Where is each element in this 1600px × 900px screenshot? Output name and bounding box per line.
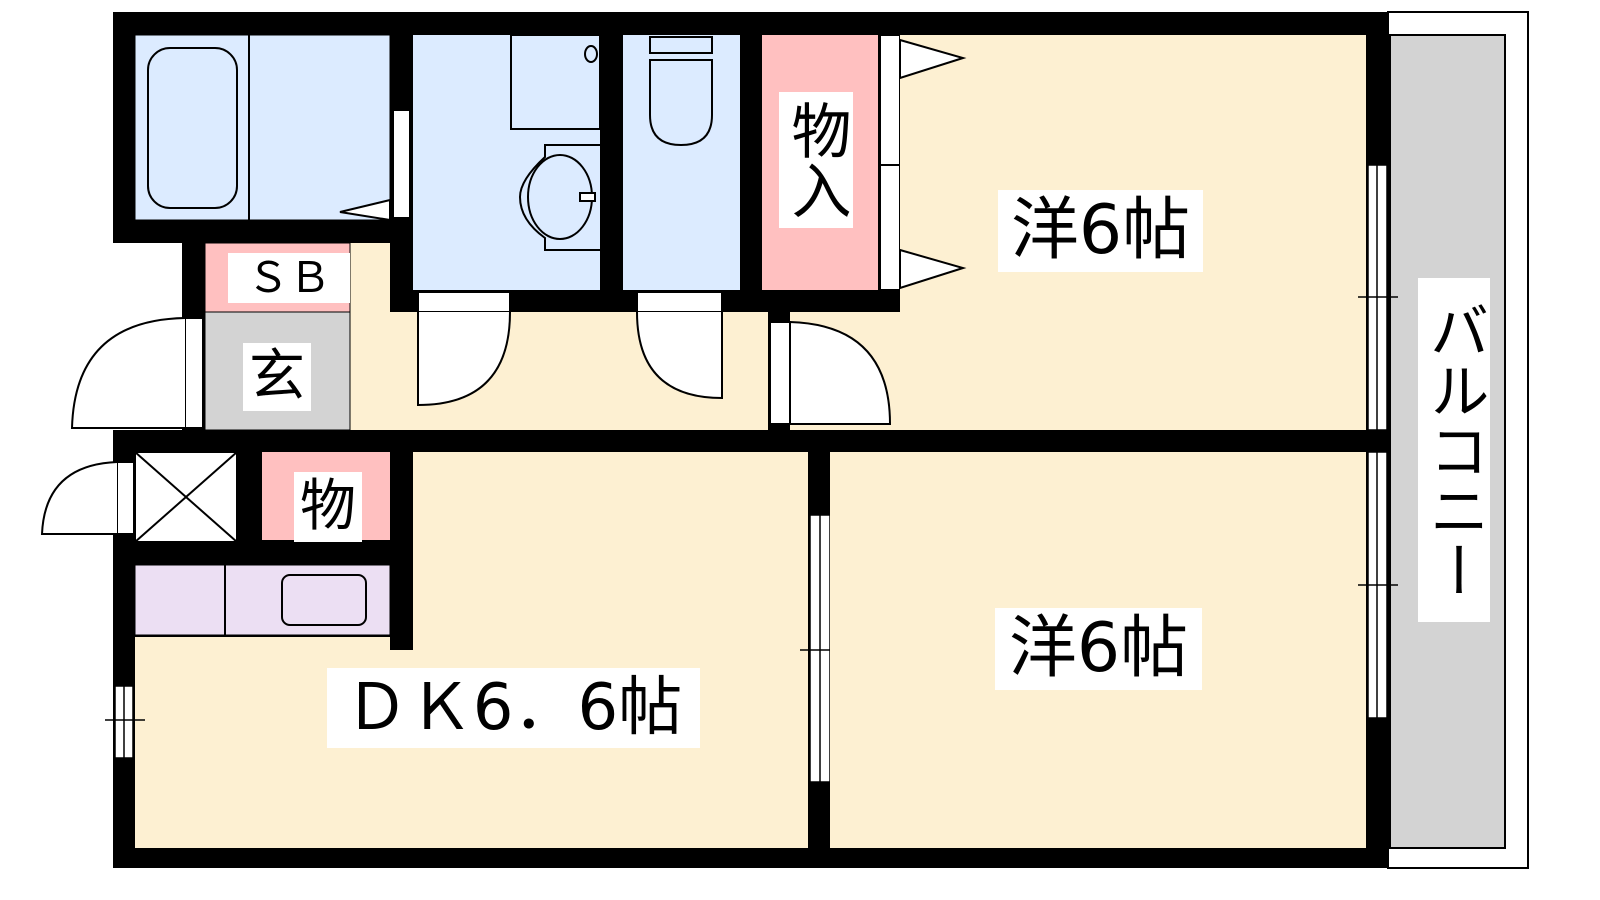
washroom-door	[417, 311, 511, 407]
room-label-entrance: 玄	[243, 343, 311, 411]
service-door	[40, 461, 118, 535]
room-label-balcony: バルコニー	[1418, 278, 1490, 622]
kitchen-sink-icon	[281, 574, 367, 626]
bath-door	[392, 109, 411, 219]
room-label-storage: 物	[294, 472, 362, 542]
room-label-dining-kitchen: ＤＫ6．6帖	[327, 668, 700, 748]
washroom	[413, 35, 600, 290]
toilet-room	[623, 35, 740, 290]
room-label-western-upper: 洋6帖	[998, 190, 1203, 272]
toilet-door	[636, 311, 723, 400]
sink-icon	[518, 144, 600, 251]
closet-doors	[879, 34, 901, 291]
front-door	[70, 317, 186, 429]
toilet-icon	[649, 36, 713, 54]
bathtub-icon	[147, 47, 238, 209]
room-label-shoe-box: ＳＢ	[228, 253, 350, 303]
dining-kitchen	[413, 452, 808, 848]
kitchen-counter	[134, 564, 391, 636]
room-label-western-lower: 洋6帖	[995, 608, 1202, 690]
room-label-closet: 物入	[779, 92, 853, 228]
washing-machine-space	[510, 34, 601, 130]
room-door	[789, 320, 892, 425]
bathroom	[134, 34, 391, 221]
